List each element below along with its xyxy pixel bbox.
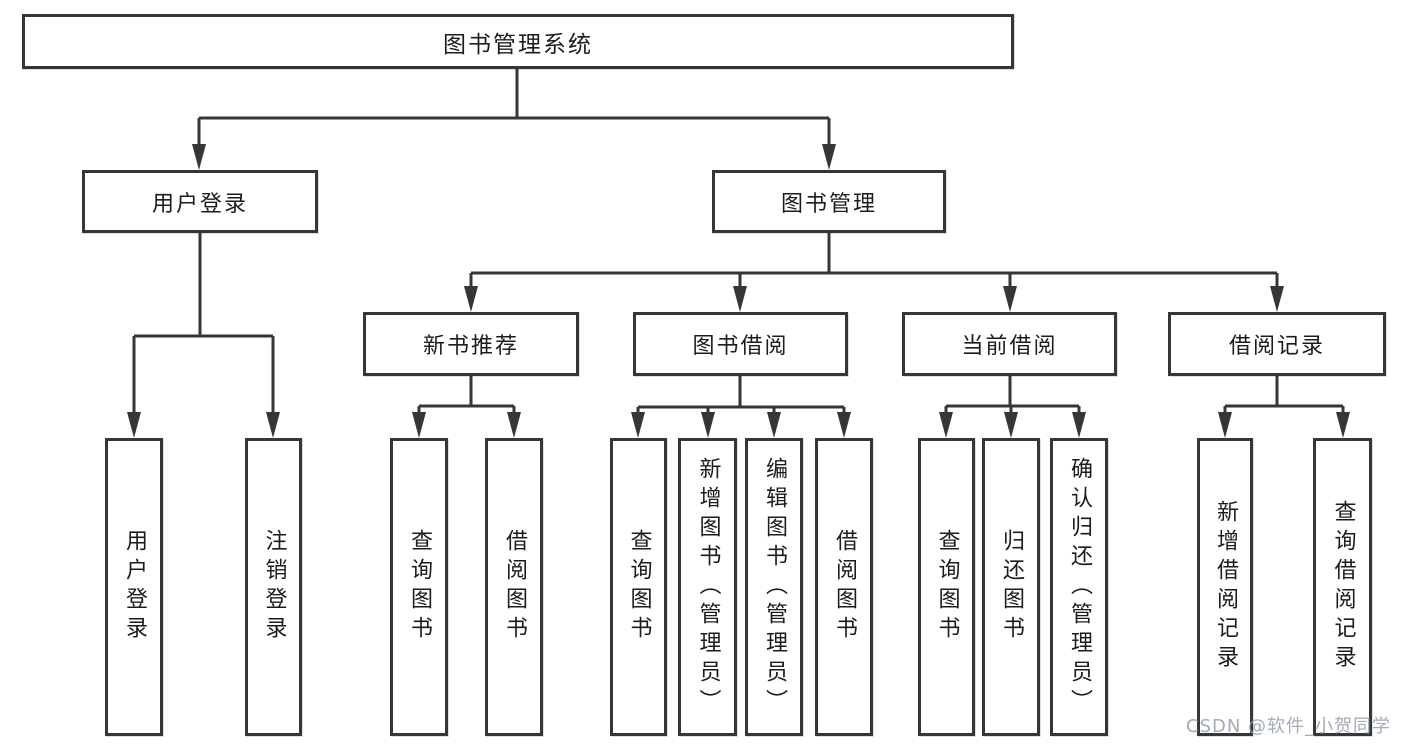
connector-user-login	[132, 232, 275, 414]
node-label: 当前借阅	[961, 334, 1058, 359]
node-new-book-recommend: 新书推荐	[363, 312, 579, 376]
csdn-watermark: CSDN @软件_小贺同学	[1186, 716, 1392, 737]
leaf-label: 查询图书	[407, 529, 432, 645]
arrow-icon	[1072, 412, 1086, 438]
arrow-icon	[127, 412, 141, 438]
arrow-icon	[1218, 412, 1232, 438]
leaf-label: 新增借阅记录	[1213, 500, 1238, 674]
node-book-management: 图书管理	[712, 170, 946, 233]
leaf-query-books: 查询图书	[918, 438, 975, 736]
leaf-logout: 注销登录	[245, 438, 302, 736]
leaf-label: 确认归还（管理员）	[1067, 456, 1092, 718]
connector-root	[197, 68, 831, 146]
arrow-icon	[837, 412, 851, 438]
arrow-icon	[631, 412, 645, 438]
node-label: 新书推荐	[422, 334, 519, 359]
leaf-label: 新增图书（管理员）	[695, 456, 721, 718]
node-current-borrowing: 当前借阅	[902, 312, 1117, 376]
leaf-label: 借阅图书	[832, 529, 857, 645]
leaf-edit-books-admin: 编辑图书（管理员）	[745, 438, 803, 736]
leaf-label: 查询图书	[626, 529, 652, 645]
node-label: 图书管理系统	[443, 31, 593, 58]
node-label: 图书管理	[780, 191, 877, 217]
arrow-icon	[733, 286, 747, 312]
arrow-icon	[1270, 286, 1284, 312]
leaf-label: 注销登录	[261, 529, 287, 645]
arrow-icon	[266, 412, 280, 438]
arrow-icon	[1003, 286, 1017, 312]
arrow-icon	[1004, 412, 1018, 438]
node-library-management-system: 图书管理系统	[22, 14, 1014, 69]
arrow-icon	[701, 412, 715, 438]
node-label: 用户登录	[151, 191, 248, 217]
node-borrowing-records: 借阅记录	[1168, 312, 1386, 376]
leaf-query-books: 查询图书	[610, 438, 667, 736]
leaf-label: 归还图书	[999, 529, 1024, 645]
arrow-icon	[1336, 412, 1350, 438]
leaf-add-borrow-record: 新增借阅记录	[1197, 438, 1253, 736]
leaf-query-borrow-record: 查询借阅记录	[1313, 438, 1372, 736]
connector-current-borrow	[944, 376, 1081, 414]
leaf-query-books: 查询图书	[390, 438, 448, 736]
leaf-label: 查询图书	[934, 529, 960, 645]
leaf-label: 查询借阅记录	[1330, 500, 1356, 674]
connector-new-book	[417, 376, 516, 414]
arrowheads	[127, 144, 1350, 438]
leaf-confirm-return-admin: 确认归还（管理员）	[1050, 438, 1108, 736]
leaf-label: 用户登录	[122, 529, 147, 645]
leaf-return-books: 归还图书	[982, 438, 1040, 736]
node-user-login: 用户登录	[82, 170, 318, 233]
leaf-borrow-books: 借阅图书	[485, 438, 543, 736]
arrow-icon	[822, 144, 836, 170]
arrow-icon	[192, 144, 206, 170]
connector-borrow-record	[1223, 376, 1345, 414]
node-book-borrowing: 图书借阅	[633, 312, 848, 376]
connector-book-mgmt	[469, 232, 1279, 288]
leaf-add-books-admin: 新增图书（管理员）	[678, 438, 737, 736]
node-label: 图书借阅	[692, 334, 789, 359]
leaf-label: 编辑图书（管理员）	[762, 456, 787, 718]
arrow-icon	[464, 286, 478, 312]
arrow-icon	[767, 412, 781, 438]
node-label: 借阅记录	[1228, 334, 1325, 359]
leaf-borrow-books: 借阅图书	[815, 438, 873, 736]
arrow-icon	[507, 412, 521, 438]
connector-book-borrow	[636, 376, 846, 414]
leaf-label: 借阅图书	[502, 529, 527, 645]
leaf-user-login: 用户登录	[105, 438, 163, 736]
arrow-icon	[412, 412, 426, 438]
arrow-icon	[939, 412, 953, 438]
